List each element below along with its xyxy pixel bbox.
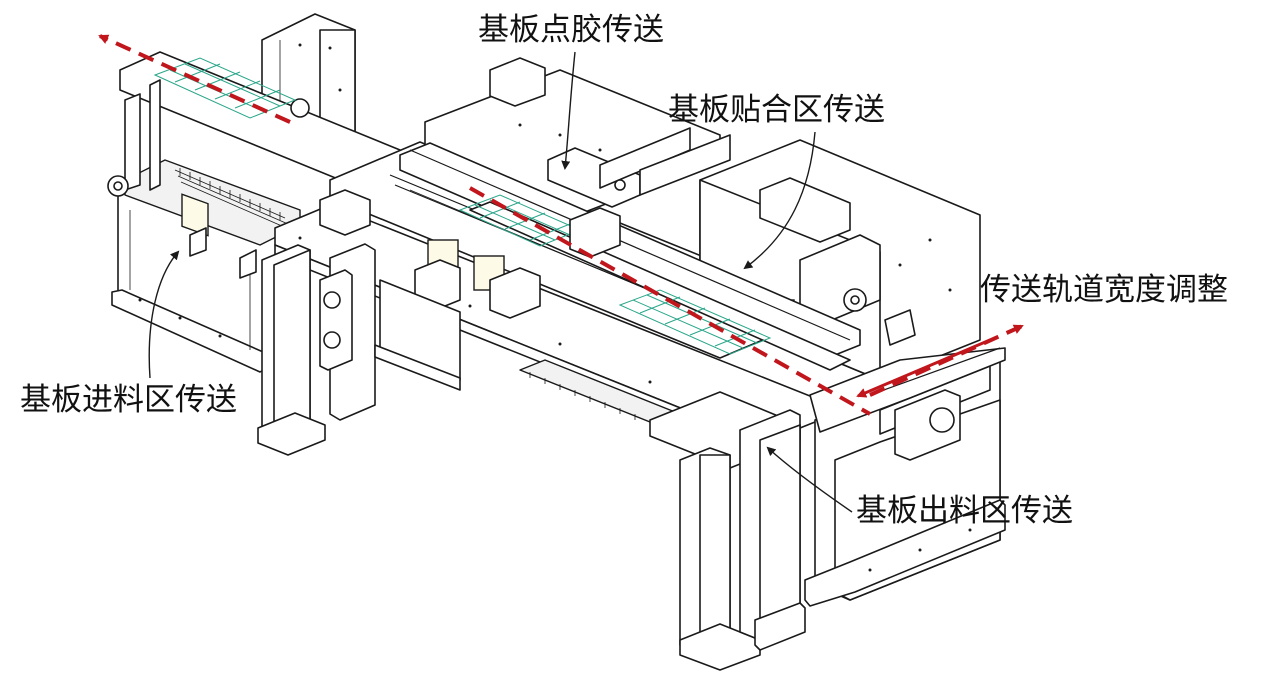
- label-dispense-conveyor: 基板点胶传送: [478, 12, 664, 48]
- bonding-conveyor: [399, 142, 861, 371]
- width-adjust-arrow: [856, 338, 991, 398]
- infeed-flow-arrow: [98, 34, 291, 124]
- main-flow-arrow: [469, 186, 871, 416]
- leader-lines: [148, 51, 853, 513]
- infeed-front-legs: [257, 243, 461, 456]
- outfeed-conveyor: [809, 347, 1006, 433]
- main-motors: [319, 189, 621, 319]
- label-outfeed-conveyor: 基板出料区传送: [856, 493, 1073, 529]
- label-bonding-conveyor: 基板贴合区传送: [668, 92, 885, 128]
- leader-dispense: [561, 51, 576, 170]
- label-width-adjust: 传送轨道宽度调整: [980, 272, 1228, 308]
- leader-bonding: [743, 131, 816, 270]
- leader-infeed: [148, 250, 180, 379]
- label-infeed-conveyor: 基板进料区传送: [20, 382, 237, 418]
- outfeed-flow-arrow: [869, 324, 1024, 397]
- flow-arrows: [98, 34, 1024, 416]
- infeed-rack: [174, 168, 292, 231]
- leader-outfeed: [766, 446, 853, 513]
- outfeed-front-legs: [649, 391, 806, 671]
